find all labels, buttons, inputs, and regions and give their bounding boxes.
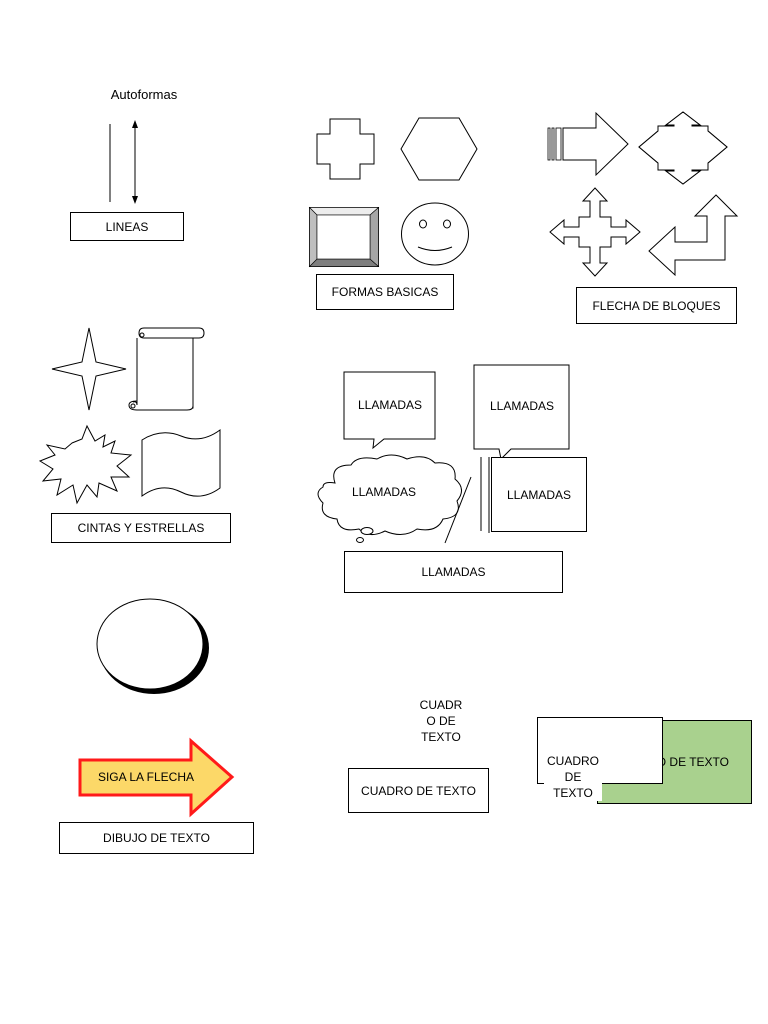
cuadro-de-texto-box: CUADRO DE TEXTO bbox=[348, 768, 489, 813]
cintas-y-estrellas-label-box: CINTAS Y ESTRELLAS bbox=[51, 513, 231, 543]
back-green-text: O DE TEXTO bbox=[656, 755, 729, 769]
explosion-shape bbox=[38, 424, 133, 505]
wave-banner-shape bbox=[141, 429, 221, 497]
dibujo-de-texto-label-box: DIBUJO DE TEXTO bbox=[59, 822, 254, 854]
lineas-label-box: LINEAS bbox=[70, 212, 184, 241]
smiley-face-shape bbox=[401, 202, 469, 266]
follow-arrow-text: SIGA LA FLECHA bbox=[97, 770, 195, 784]
cloud-callout-text: LLAMADAS bbox=[351, 485, 417, 499]
four-way-arrow-shape bbox=[549, 187, 641, 277]
line-callout-lines bbox=[444, 457, 490, 544]
lines-shapes bbox=[109, 120, 138, 204]
bevel-shape bbox=[308, 206, 380, 268]
bent-up-arrow-shape bbox=[648, 194, 739, 277]
front-text-box-text: CUADRO DE TEXTO bbox=[544, 753, 602, 801]
floating-text-box-text: CUADR O DE TEXTO bbox=[419, 698, 463, 744]
line-callout-box: LLAMADAS bbox=[491, 457, 587, 532]
llamadas-label-box: LLAMADAS bbox=[344, 551, 563, 593]
rect-callout-text: LLAMADAS bbox=[357, 398, 423, 412]
flecha-de-bloques-label-box: FLECHA DE BLOQUES bbox=[576, 287, 737, 324]
hexagon-shape bbox=[400, 117, 478, 181]
formas-basicas-label-box: FORMAS BASICAS bbox=[316, 274, 454, 310]
tall-callout-shape bbox=[473, 364, 570, 461]
follow-arrow-shape bbox=[78, 737, 235, 818]
page-title: Autoformas bbox=[110, 87, 178, 102]
vertical-scroll-shape bbox=[128, 327, 205, 411]
four-point-star-shape bbox=[51, 327, 127, 411]
quad-arrow-shape bbox=[638, 111, 728, 185]
rect-callout-shape bbox=[343, 371, 436, 450]
cloud-callout-shape bbox=[317, 454, 462, 543]
tall-callout-text: LLAMADAS bbox=[489, 399, 555, 413]
plus-shape bbox=[316, 118, 375, 180]
striped-right-arrow-shape bbox=[547, 111, 629, 177]
shadowed-circle-shape bbox=[96, 598, 209, 694]
